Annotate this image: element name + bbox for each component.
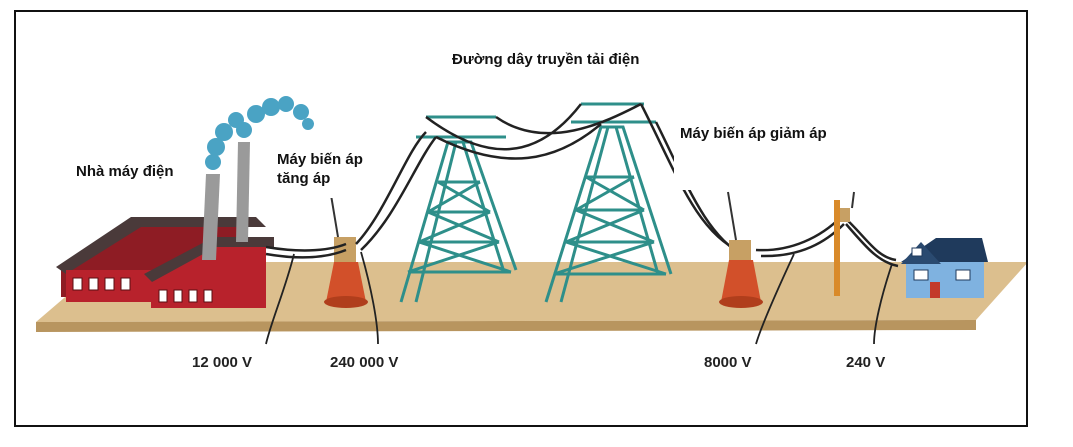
label-transmission-line: Đường dây truyền tải điện [446,46,646,98]
diagram-frame: Nhà máy điện Máy biến áp tăng áp Đường d… [14,10,1028,427]
label-step-up-transformer: Máy biến áp tăng áp [271,146,381,198]
ground-platform-front [36,320,976,332]
label-step-down-transformer: Máy biến áp giảm áp [674,120,920,190]
house-illustration [901,238,988,298]
voltage-12000: 12 000 V [192,354,252,371]
voltage-240: 240 V [846,354,885,371]
label-power-plant: Nhà máy điện [70,158,198,188]
voltage-8000: 8000 V [704,354,752,371]
voltage-240000: 240 000 V [330,354,398,371]
